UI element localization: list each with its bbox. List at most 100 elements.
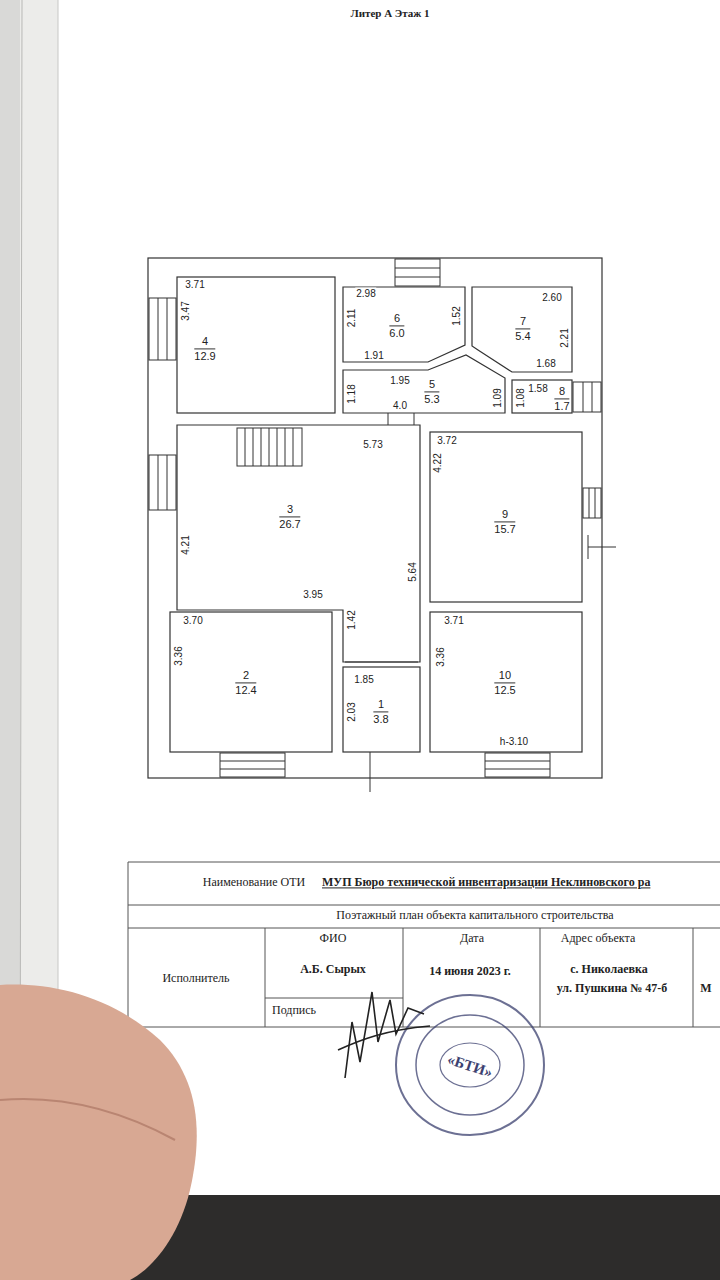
room-box: 326.7 [177,425,420,662]
room-number: 1 [378,698,384,710]
dimension-label: 1.18 [346,383,357,404]
title-block-grid [693,928,694,1027]
window-symbol [583,382,584,412]
dimension-label: 1.85 [353,674,374,685]
table-cell-text: ул. Пушкина № 47-б [557,982,668,995]
room-divider [373,712,388,713]
table-cell-text: Исполнитель [162,972,229,985]
hand [0,985,197,1280]
room-box: 10 12.5 [430,612,582,752]
dimension-label: 5.73 [362,439,383,450]
dimension-label: 1.52 [451,305,462,326]
official-stamp [440,1043,500,1087]
window-symbol [589,488,590,518]
signature [345,992,424,1078]
door-openings [345,662,418,663]
title-block-grid [128,862,129,1027]
dimension-label: 3.36 [435,646,446,667]
staircase [237,428,302,466]
dimension-label: 3.72 [436,435,457,446]
paper-sheet [58,0,720,1195]
window-symbol [395,268,440,269]
dimension-label: 2.21 [559,327,570,348]
title-block-grid [403,928,404,1027]
table-cell-text: Подпись [272,1004,316,1017]
table-cell-text: ФИО [320,932,347,945]
room-divider [554,399,569,400]
table-cell-text: А.Б. Сырых [300,963,366,976]
dimension-label: 3.70 [182,615,203,626]
window-symbol [220,753,285,777]
room-area: 3.8 [373,714,388,726]
table-cell-text: МУП Бюро технической инвентаризации Некл… [322,876,650,889]
door-openings [414,413,415,425]
dimension-label: h-3.10 [499,736,529,747]
dimension-label: 3.71 [184,279,205,290]
window-symbol [592,382,593,412]
title-block-grid [128,905,720,906]
room-number: 10 [499,669,511,681]
table-cell-text: Наименование ОТИ [203,876,305,889]
room-number: 6 [394,312,400,324]
window-symbol [149,455,176,510]
building-walls [148,258,602,778]
official-stamp [396,995,544,1135]
staircase [277,428,278,466]
building-walls [343,667,420,752]
building-walls [177,277,335,413]
dimension-label: 3.95 [302,589,323,600]
staircase [269,428,270,466]
room-box: 412.9 [177,277,335,413]
building-walls [343,287,465,362]
building-walls [430,612,582,752]
window-symbol [167,298,168,360]
hand [0,985,197,1280]
dimension-label: 2.11 [346,308,357,329]
room-box: 212.4 [170,612,332,752]
window-symbol [595,488,596,518]
building-walls [472,287,572,372]
room-divider [194,349,215,350]
room-area: 15.7 [494,524,515,536]
room-label: 412.9 [194,335,215,362]
room-label: 13.8 [373,698,388,725]
title-block-grid [265,928,266,1027]
official-stamp [396,995,544,1135]
table-cell-text: 14 июня 2023 г. [429,965,511,978]
room-area: 1.7 [554,401,569,413]
room-number: 3 [287,503,293,515]
room-area: 12.9 [194,351,215,363]
table-cell-text: Адрес объекта [561,932,635,945]
door-openings [370,752,371,792]
table-cell-text: М [700,982,711,995]
dimension-label: 1.91 [363,350,384,361]
room-divider [494,522,515,523]
room-divider [515,329,530,330]
window-symbol [167,455,168,510]
room-divider [279,517,300,518]
door-openings [588,547,616,548]
title-block-grid [540,928,541,1027]
dimension-label: 4.22 [432,452,443,473]
dimension-label: 3.71 [443,615,464,626]
staircase [245,428,246,466]
room-number: 8 [559,385,565,397]
window-symbol [583,488,601,518]
room-divider [424,392,439,393]
room-label: 75.4 [515,315,530,342]
room-area: 12.5 [494,685,515,697]
room-area: 12.4 [235,685,256,697]
room-divider [494,683,515,684]
room-label: 10 12.5 [494,669,515,696]
window-symbol [485,769,550,770]
building-walls [148,258,602,778]
dimension-label: 2.03 [346,701,357,722]
staircase [237,428,302,466]
window-symbol [395,277,440,278]
room-area: 6.0 [389,328,404,340]
window-symbol [149,259,601,777]
room-label: 212.4 [235,669,256,696]
window-symbol [220,769,285,770]
room-area: 5.4 [515,331,530,343]
